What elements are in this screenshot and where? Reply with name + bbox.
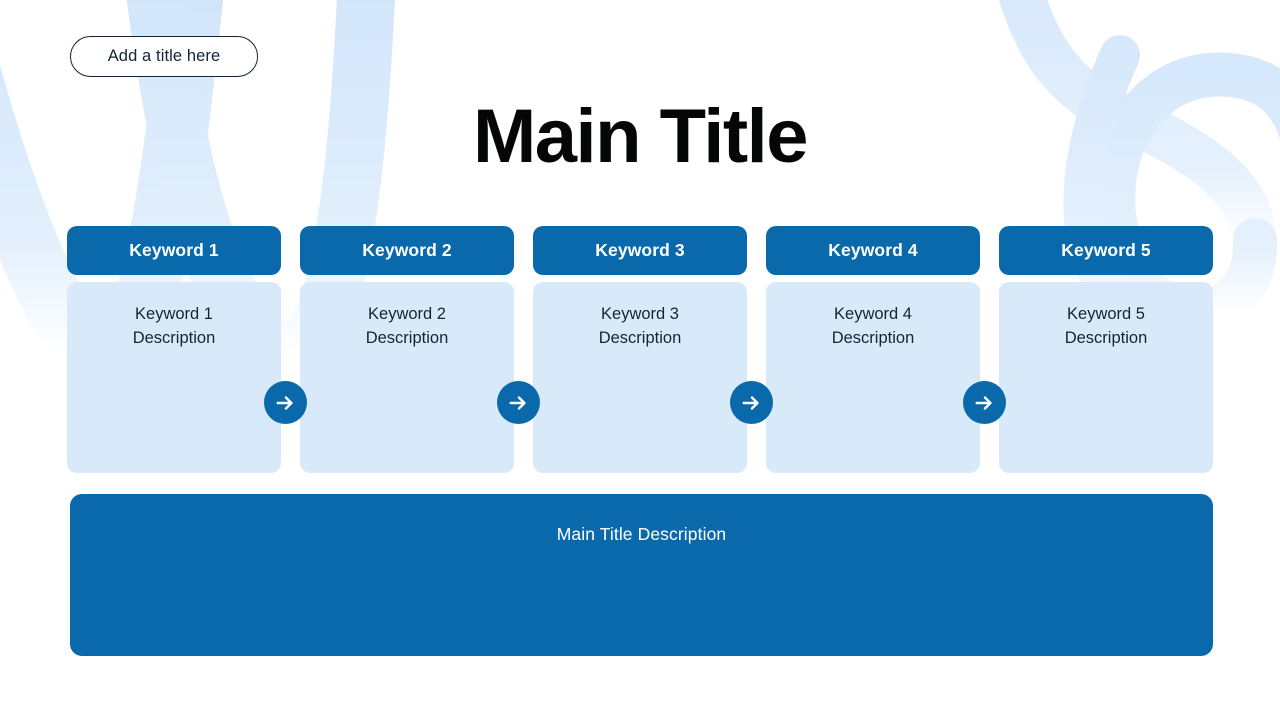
arrow-right-icon xyxy=(962,381,1006,424)
keyword-header-label-1: Keyword 1 xyxy=(129,240,219,260)
keyword-column-2: Keyword 2 Keyword 2 Description xyxy=(300,226,540,473)
keyword-card-2[interactable]: Keyword 2 Description xyxy=(300,282,514,473)
keyword-card-1[interactable]: Keyword 1 Description xyxy=(67,282,281,473)
keyword-card-5[interactable]: Keyword 5 Description xyxy=(999,282,1213,473)
keyword-card-4[interactable]: Keyword 4 Description xyxy=(766,282,980,473)
keyword-column-1: Keyword 1 Keyword 1 Description xyxy=(67,226,307,473)
add-title-pill-button[interactable]: Add a title here xyxy=(70,36,258,77)
keyword-header-5[interactable]: Keyword 5 xyxy=(999,226,1213,275)
keyword-header-1[interactable]: Keyword 1 xyxy=(67,226,281,275)
main-title: Main Title xyxy=(472,94,809,179)
arrow-right-icon xyxy=(496,381,540,424)
keyword-description-2: Keyword 2 Description xyxy=(365,305,449,347)
main-description-banner[interactable]: Main Title Description xyxy=(70,494,1213,656)
keyword-description-1: Keyword 1 Description xyxy=(132,305,216,347)
keyword-description-5: Keyword 5 Description xyxy=(1064,305,1148,347)
keyword-description-4: Keyword 4 Description xyxy=(831,305,915,347)
keyword-columns: Keyword 1 Keyword 1 Description Keyword … xyxy=(67,226,1213,473)
arrow-right-icon xyxy=(263,381,307,424)
add-title-pill-label: Add a title here xyxy=(107,47,221,65)
arrow-right-icon xyxy=(729,381,773,424)
keyword-header-2[interactable]: Keyword 2 xyxy=(300,226,514,275)
keyword-card-3[interactable]: Keyword 3 Description xyxy=(533,282,747,473)
main-description-text: Main Title Description xyxy=(556,524,727,544)
keyword-column-3: Keyword 3 Keyword 3 Description xyxy=(533,226,773,473)
keyword-description-3: Keyword 3 Description xyxy=(598,305,682,347)
keyword-header-label-2: Keyword 2 xyxy=(362,240,452,260)
keyword-column-5: Keyword 5 Keyword 5 Description xyxy=(999,226,1213,473)
keyword-header-label-3: Keyword 3 xyxy=(595,240,685,260)
keyword-header-4[interactable]: Keyword 4 xyxy=(766,226,980,275)
keyword-header-3[interactable]: Keyword 3 xyxy=(533,226,747,275)
keyword-header-label-4: Keyword 4 xyxy=(828,240,918,260)
keyword-header-label-5: Keyword 5 xyxy=(1061,240,1151,260)
keyword-column-4: Keyword 4 Keyword 4 Description xyxy=(766,226,1006,473)
